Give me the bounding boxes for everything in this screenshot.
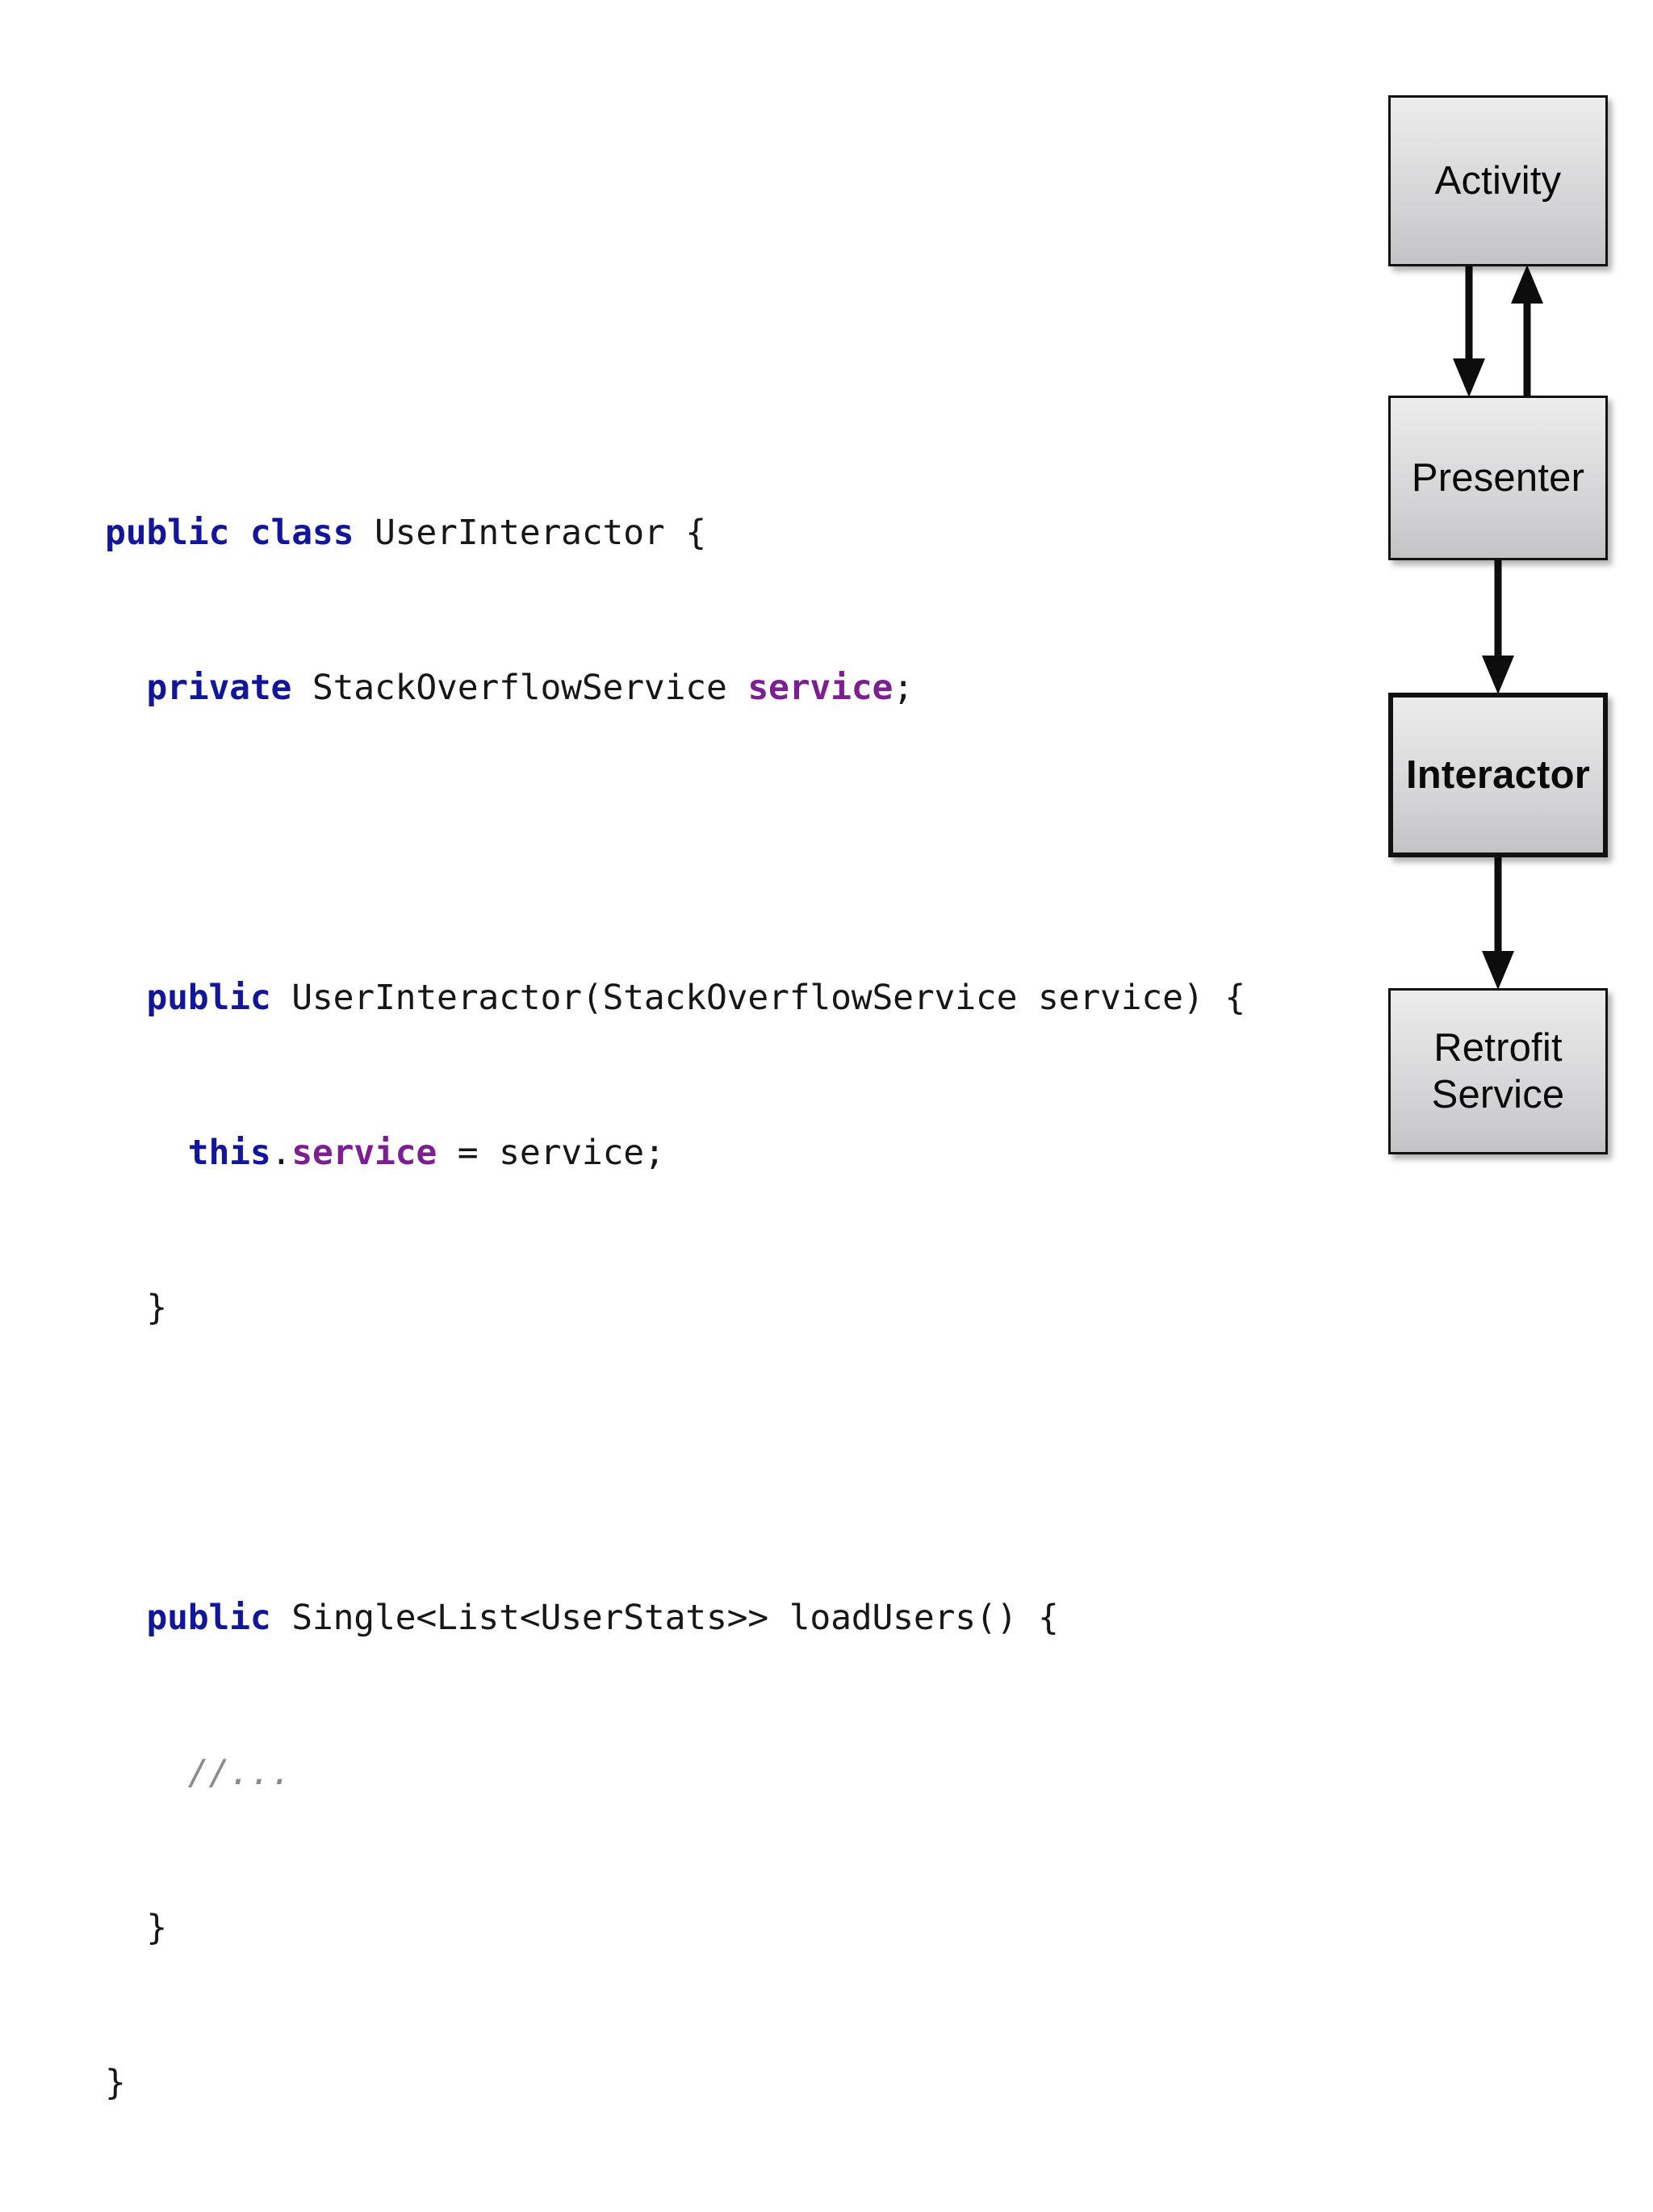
code-token: UserInteractor {: [354, 513, 706, 553]
code-token: class: [249, 513, 354, 553]
code-line: }: [105, 1902, 1245, 1954]
slide-canvas: public class UserInteractor { private St…: [105, 81, 1622, 2103]
code-token: public: [146, 978, 271, 1018]
diagram-node-label: Interactor: [1405, 753, 1590, 797]
code-line: }: [105, 2057, 1245, 2109]
architecture-diagram: Activity Presenter Interactor Retrofit S…: [1388, 81, 1622, 1179]
code-token: .: [270, 1133, 292, 1173]
code-token: public: [146, 1598, 271, 1638]
code-token: service: [291, 1133, 437, 1173]
code-token: UserInteractor(StackOverflowService serv…: [270, 978, 1245, 1018]
diagram-node-label: Presenter: [1411, 456, 1585, 500]
code-token: [105, 1133, 188, 1173]
code-snippet: public class UserInteractor { private St…: [105, 404, 1245, 2212]
code-line: public Single<List<UserStats>> loadUsers…: [105, 1592, 1245, 1644]
diagram-node-label-line1: Retrofit: [1433, 1026, 1563, 1070]
code-token: StackOverflowService: [291, 668, 748, 708]
code-line: //...: [105, 1747, 1245, 1799]
code-token: ;: [893, 668, 914, 708]
code-token: public: [105, 513, 230, 553]
edge-presenter-to-interactor: [1482, 560, 1514, 694]
code-line: [105, 817, 1245, 869]
diagram-node-interactor[interactable]: Interactor: [1388, 693, 1608, 857]
code-token: }: [105, 1908, 168, 1948]
code-token: this: [187, 1133, 271, 1173]
code-line: public UserInteractor(StackOverflowServi…: [105, 972, 1245, 1024]
code-token: }: [105, 2063, 126, 2103]
code-token: }: [105, 1288, 168, 1328]
diagram-node-label-line2: Service: [1431, 1073, 1565, 1116]
edge-activity-to-presenter: [1453, 266, 1485, 397]
code-token: service: [747, 668, 893, 708]
code-line: private StackOverflowService service;: [105, 662, 1245, 714]
code-line: }: [105, 1282, 1245, 1334]
edge-presenter-to-activity: [1511, 265, 1543, 396]
code-line: public class UserInteractor {: [105, 507, 1245, 559]
code-token: [229, 513, 250, 553]
diagram-node-retrofit-service[interactable]: Retrofit Service: [1388, 988, 1608, 1154]
diagram-node-label: Retrofit Service: [1432, 1024, 1565, 1118]
code-token: private: [146, 668, 292, 708]
code-token: Single<List<UserStats>> loadUsers() {: [270, 1598, 1059, 1638]
diagram-node-presenter[interactable]: Presenter: [1388, 396, 1608, 560]
diagram-node-label: Activity: [1434, 159, 1562, 203]
code-token: [105, 1598, 146, 1638]
code-token: //...: [187, 1753, 292, 1793]
code-line: [105, 1437, 1245, 1489]
code-line: this.service = service;: [105, 1127, 1245, 1179]
code-token: [105, 1753, 188, 1793]
code-token: = service;: [437, 1133, 665, 1173]
code-token: [105, 978, 146, 1018]
edge-interactor-to-service: [1482, 857, 1514, 990]
diagram-node-activity[interactable]: Activity: [1388, 95, 1608, 266]
code-token: [105, 668, 146, 708]
